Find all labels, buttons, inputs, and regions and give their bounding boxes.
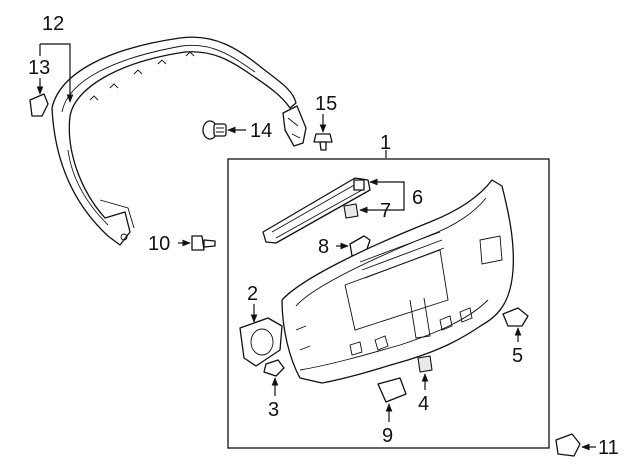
cover-11 (555, 433, 581, 457)
cap-5 (502, 307, 529, 327)
bolt-10 (191, 235, 216, 251)
cover-9 (377, 377, 407, 403)
screw-15 (313, 133, 333, 151)
callout-1: 1 (380, 132, 391, 154)
callout-3: 3 (268, 399, 279, 421)
callout-8: 8 (318, 236, 329, 258)
callout-2: 2 (247, 283, 258, 305)
callout-13: 13 (28, 57, 50, 79)
callout-14: 14 (250, 120, 272, 142)
pull-handle-6 (262, 177, 371, 244)
leader-lines (36, 43, 596, 451)
callout-7: 7 (380, 200, 391, 222)
callout-9: 9 (382, 425, 393, 447)
callout-11: 11 (598, 437, 619, 459)
grille-2 (239, 317, 283, 367)
liftgate-trim-panel (281, 179, 514, 384)
clip-13 (29, 93, 49, 117)
clip-3 (263, 359, 285, 377)
clip-7 (343, 203, 359, 219)
cap-4 (417, 355, 433, 373)
callout-4: 4 (418, 393, 429, 415)
callout-5: 5 (512, 345, 523, 367)
push-clip-14 (202, 120, 227, 140)
callout-6: 6 (412, 187, 423, 209)
callout-10: 10 (148, 233, 170, 255)
callout-12: 12 (42, 13, 64, 35)
upper-trim-molding (51, 36, 307, 246)
callout-15: 15 (315, 93, 337, 115)
assembly-frame (227, 158, 550, 449)
